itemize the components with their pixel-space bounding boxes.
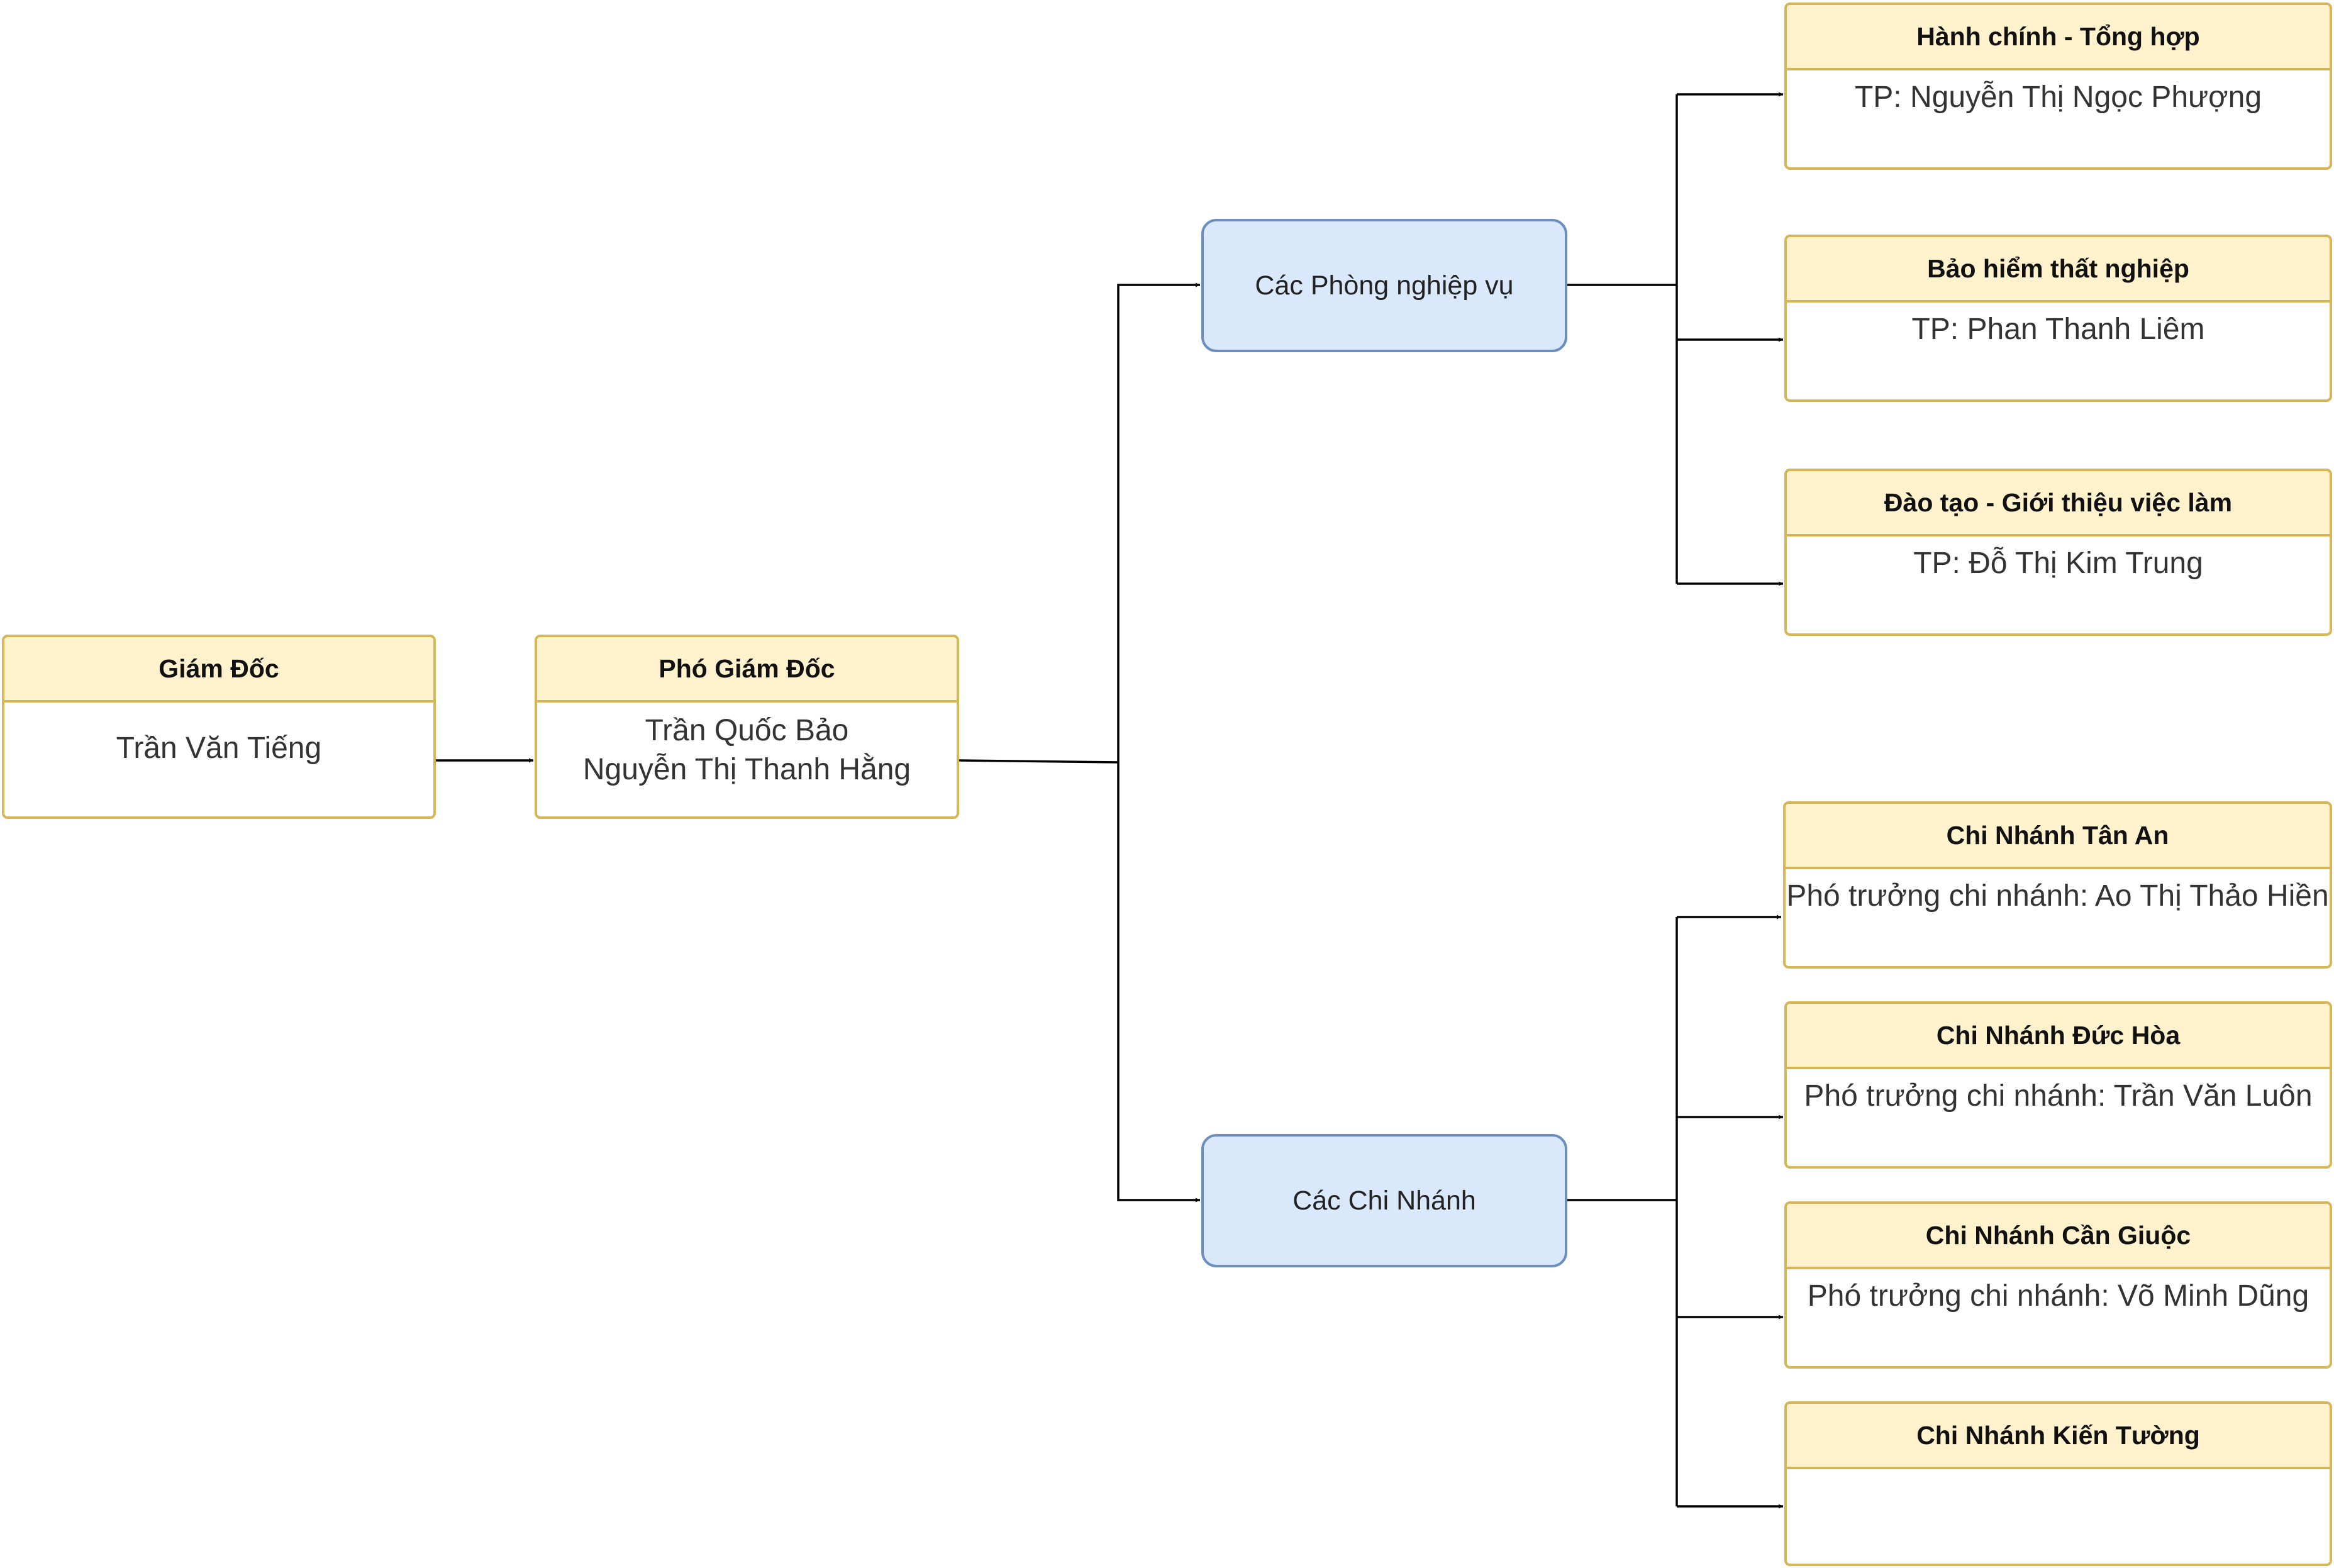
deputy-name: Trần Quốc Bảo: [645, 714, 849, 747]
department-head: TP: Đỗ Thị Kim Trung: [1913, 547, 2203, 580]
department-card: Đào tạo - Giới thiệu việc làm TP: Đỗ Thị…: [1784, 469, 2332, 636]
department-head: TP: Phan Thanh Liêm: [1911, 313, 2205, 346]
department-title: Đào tạo - Giới thiệu việc làm: [1787, 471, 2330, 537]
deputy-name: Nguyễn Thị Thanh Hằng: [582, 753, 911, 786]
department-head: TP: Nguyễn Thị Ngọc Phượng: [1854, 81, 2262, 114]
group-branches: Các Chi Nhánh: [1201, 1134, 1567, 1267]
director-name: Trần Văn Tiếng: [116, 731, 322, 765]
connector-trunk-departments: [1117, 282, 1200, 762]
branch-title: Chi Nhánh Đức Hòa: [1787, 1004, 2330, 1069]
branch-title: Chi Nhánh Tân An: [1786, 804, 2330, 869]
department-card: Bảo hiểm thất nghiệp TP: Phan Thanh Liêm: [1784, 235, 2332, 402]
branch-head: Phó trưởng chi nhánh: Võ Minh Dũng: [1807, 1279, 2309, 1313]
director-title: Giám Đốc: [4, 637, 433, 703]
department-card: Hành chính - Tổng hợp TP: Nguyễn Thị Ngọ…: [1784, 3, 2332, 170]
department-title: Bảo hiểm thất nghiệp: [1787, 237, 2330, 303]
branch-head: [1787, 1469, 2330, 1477]
branch-card: Chi Nhánh Tân An Phó trưởng chi nhánh: A…: [1783, 801, 2332, 969]
branch-head: Phó trưởng chi nhánh: Ao Thị Thảo Hiền: [1786, 879, 2329, 913]
director-card: Giám Đốc Trần Văn Tiếng: [2, 635, 436, 819]
deputy-title: Phó Giám Đốc: [537, 637, 957, 703]
branch-card: Chi Nhánh Đức Hòa Phó trưởng chi nhánh: …: [1784, 1001, 2332, 1169]
department-title: Hành chính - Tổng hợp: [1787, 5, 2330, 70]
deputy-card: Phó Giám Đốc Trần Quốc Bảo Nguyễn Thị Th…: [535, 635, 959, 819]
connector-deputy-trunk: [959, 759, 1119, 764]
branch-card: Chi Nhánh Cần Giuộc Phó trưởng chi nhánh…: [1784, 1201, 2332, 1369]
branch-title: Chi Nhánh Kiến Tường: [1787, 1404, 2330, 1469]
branch-head: Phó trưởng chi nhánh: Trần Văn Luôn: [1804, 1079, 2313, 1113]
branch-title: Chi Nhánh Cần Giuộc: [1787, 1204, 2330, 1269]
branch-card: Chi Nhánh Kiến Tường: [1784, 1401, 2332, 1566]
group-departments: Các Phòng nghiệp vụ: [1201, 219, 1567, 352]
connector-trunk-branches: [1117, 762, 1200, 1203]
